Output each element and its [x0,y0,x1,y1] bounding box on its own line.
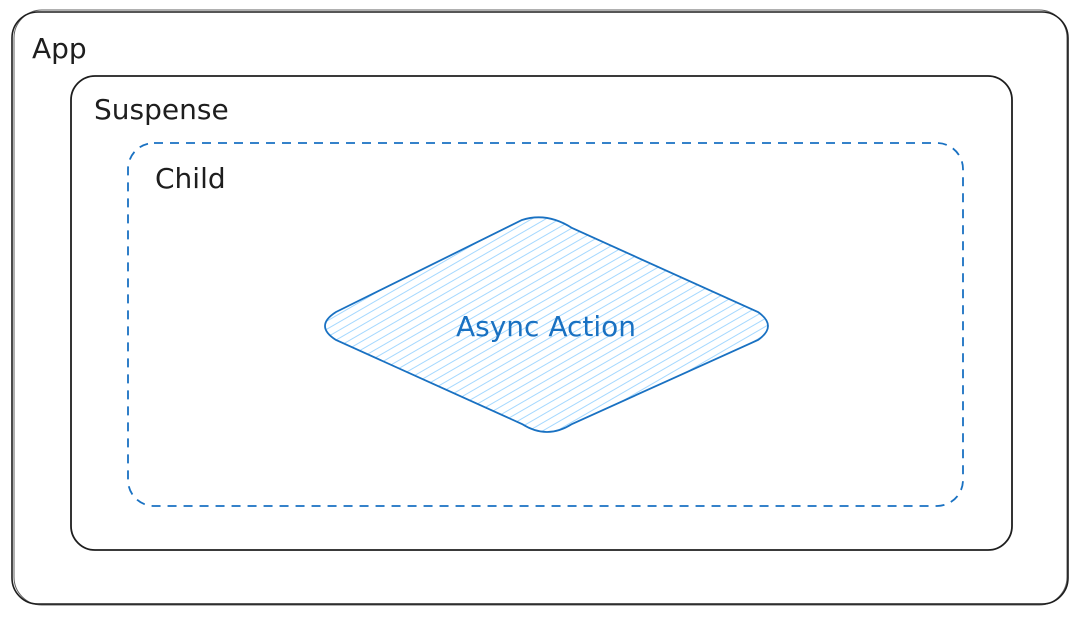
suspense-box [70,75,1013,551]
child-box [127,142,964,507]
app-box [11,9,1069,606]
suspense-label: Suspense [94,93,229,126]
async-action-diamond [324,216,769,433]
app-label: App [32,32,87,65]
async-action-label: Async Action [456,310,636,343]
child-label: Child [155,162,226,195]
